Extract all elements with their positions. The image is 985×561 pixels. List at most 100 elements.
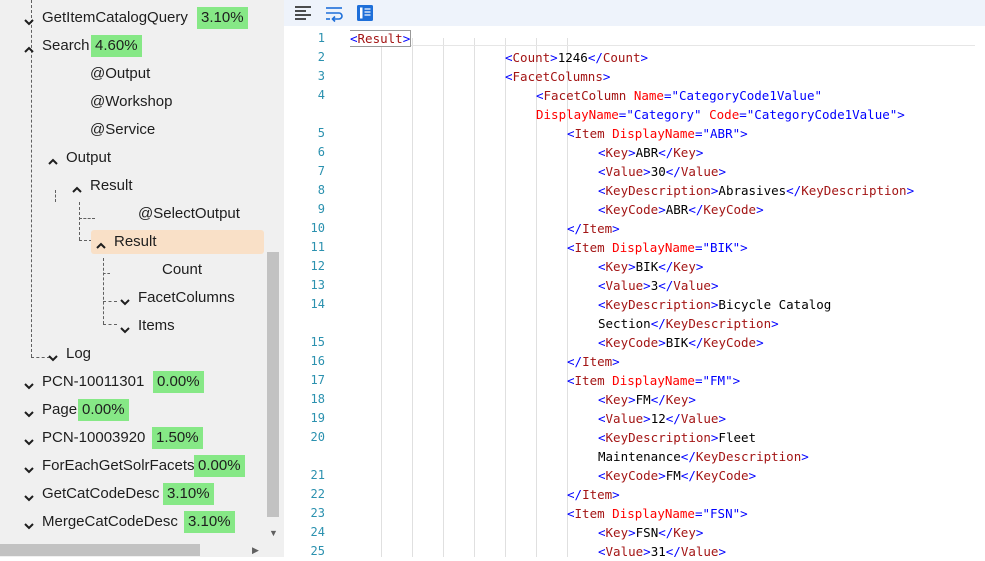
scroll-right-arrow-icon[interactable]: ▶ — [252, 545, 259, 555]
tree-node-label: Count — [162, 261, 203, 278]
chevron-down-icon[interactable] — [23, 376, 35, 390]
chevron-down-icon[interactable] — [47, 348, 59, 362]
line-number: 16 — [310, 354, 325, 368]
chevron-down-icon[interactable] — [23, 516, 35, 530]
tree-node[interactable]: @Output — [0, 62, 260, 86]
code-line[interactable]: <KeyCode>FM</KeyCode> — [598, 468, 757, 483]
code-line[interactable]: <Value>3</Value> — [598, 278, 719, 293]
scroll-down-arrow-icon[interactable]: ▼ — [269, 528, 278, 538]
tree-connector-line — [103, 273, 110, 274]
code-line[interactable]: Maintenance</KeyDescription> — [598, 449, 809, 464]
code-line[interactable]: <Item DisplayName="FM"> — [567, 373, 741, 388]
chevron-up-icon[interactable] — [95, 236, 107, 249]
line-number: 13 — [310, 278, 325, 292]
viewer-toolbar — [284, 0, 985, 26]
code-line[interactable]: <Key>BIK</Key> — [598, 259, 704, 274]
tree-node[interactable]: Count — [0, 258, 260, 282]
code-line[interactable]: <Count>1246</Count> — [505, 50, 649, 65]
code-line[interactable]: <KeyCode>BIK</KeyCode> — [598, 335, 764, 350]
indent-guide — [381, 38, 382, 557]
code-line[interactable]: <Item DisplayName="BIK"> — [567, 240, 748, 255]
tree-horizontal-scrollbar[interactable]: ▶ — [0, 541, 266, 557]
code-line[interactable]: <Key>FM</Key> — [598, 392, 696, 407]
chevron-up-icon[interactable] — [23, 40, 35, 53]
tree-node-label: ForEachGetSolrFacets — [42, 457, 195, 474]
code-line[interactable]: <FacetColumns> — [505, 69, 611, 84]
code-line[interactable]: </Item> — [567, 221, 620, 236]
code-line[interactable]: <KeyDescription>Abrasives</KeyDescriptio… — [598, 183, 915, 198]
tree-node[interactable]: Items — [0, 314, 260, 338]
tree-node[interactable]: Log — [0, 342, 260, 366]
tree-node-label: Items — [138, 317, 175, 334]
code-line[interactable]: <Item DisplayName="ABR"> — [567, 126, 748, 141]
line-number: 3 — [317, 69, 325, 83]
chevron-down-icon[interactable] — [119, 292, 131, 306]
line-number: 12 — [310, 259, 325, 273]
document-view-icon[interactable] — [354, 3, 376, 23]
tree-horizontal-scroll-thumb[interactable] — [0, 544, 200, 556]
tree-vertical-scrollbar[interactable]: ▼ — [266, 0, 284, 541]
chevron-down-icon[interactable] — [23, 12, 35, 26]
tree-connector-line — [103, 324, 117, 325]
code-line[interactable]: <Value>31</Value> — [598, 544, 726, 557]
code-line[interactable]: <Result> — [350, 30, 412, 47]
tree-node-label: Output — [66, 149, 112, 166]
chevron-up-icon[interactable] — [47, 152, 59, 165]
code-line[interactable]: </Item> — [567, 487, 620, 502]
code-line[interactable]: <Key>ABR</Key> — [598, 145, 704, 160]
tree-node[interactable]: Result — [0, 174, 260, 198]
percent-badge: 3.10% — [197, 7, 248, 29]
indent-guide — [443, 38, 444, 557]
chevron-down-icon[interactable] — [23, 488, 35, 502]
code-line[interactable]: DisplayName="Category" Code="CategoryCod… — [536, 107, 905, 122]
chevron-down-icon[interactable] — [23, 460, 35, 474]
tree-node-label: Search — [42, 37, 90, 54]
code-line[interactable]: <Key>FSN</Key> — [598, 525, 704, 540]
tree-node[interactable]: Output — [0, 146, 260, 170]
xml-code-area[interactable]: <Result> <Count>1246</Count> <FacetColumns… — [350, 26, 985, 557]
line-number: 18 — [310, 392, 325, 406]
tree-connector-line — [103, 301, 117, 302]
code-line[interactable]: Section</KeyDescription> — [598, 316, 779, 331]
code-line[interactable]: <KeyDescription>Bicycle Catalog — [598, 297, 832, 312]
line-number: 17 — [310, 373, 325, 387]
chevron-down-icon[interactable] — [23, 404, 35, 418]
code-line[interactable]: </Item> — [567, 354, 620, 369]
code-line[interactable]: <Value>12</Value> — [598, 411, 726, 426]
line-number: 5 — [317, 126, 325, 140]
tree-node-label: @Output — [90, 65, 151, 82]
indent-guide — [505, 38, 506, 557]
indent-guide — [536, 38, 537, 557]
chevron-down-icon[interactable] — [119, 320, 131, 334]
tree-node-selected[interactable]: Result — [91, 230, 264, 254]
code-line[interactable]: <KeyDescription>Fleet — [598, 430, 757, 445]
tree-node-label: Result — [114, 233, 157, 250]
line-number: 6 — [317, 145, 325, 159]
tree-node[interactable]: @Service — [0, 118, 260, 142]
code-line[interactable]: <Item DisplayName="FSN"> — [567, 506, 748, 521]
chevron-up-icon[interactable] — [71, 180, 83, 193]
word-wrap-icon[interactable] — [323, 3, 345, 23]
code-line[interactable]: <Value>30</Value> — [598, 164, 726, 179]
tree-node[interactable]: @Workshop — [0, 90, 260, 114]
tree-vertical-scroll-thumb[interactable] — [267, 252, 279, 517]
line-number: 2 — [317, 50, 325, 64]
tree-node[interactable]: FacetColumns — [0, 286, 260, 310]
tree-node[interactable]: @SelectOutput — [0, 202, 260, 226]
align-left-icon[interactable] — [292, 3, 314, 23]
percent-badge: 4.60% — [91, 35, 142, 57]
chevron-down-icon[interactable] — [23, 432, 35, 446]
code-line[interactable]: <KeyCode>ABR</KeyCode> — [598, 202, 764, 217]
tree-connector-line — [55, 190, 56, 202]
tree-connector-line — [31, 357, 50, 358]
code-line[interactable]: <FacetColumn Name="CategoryCode1Value" — [536, 88, 823, 103]
